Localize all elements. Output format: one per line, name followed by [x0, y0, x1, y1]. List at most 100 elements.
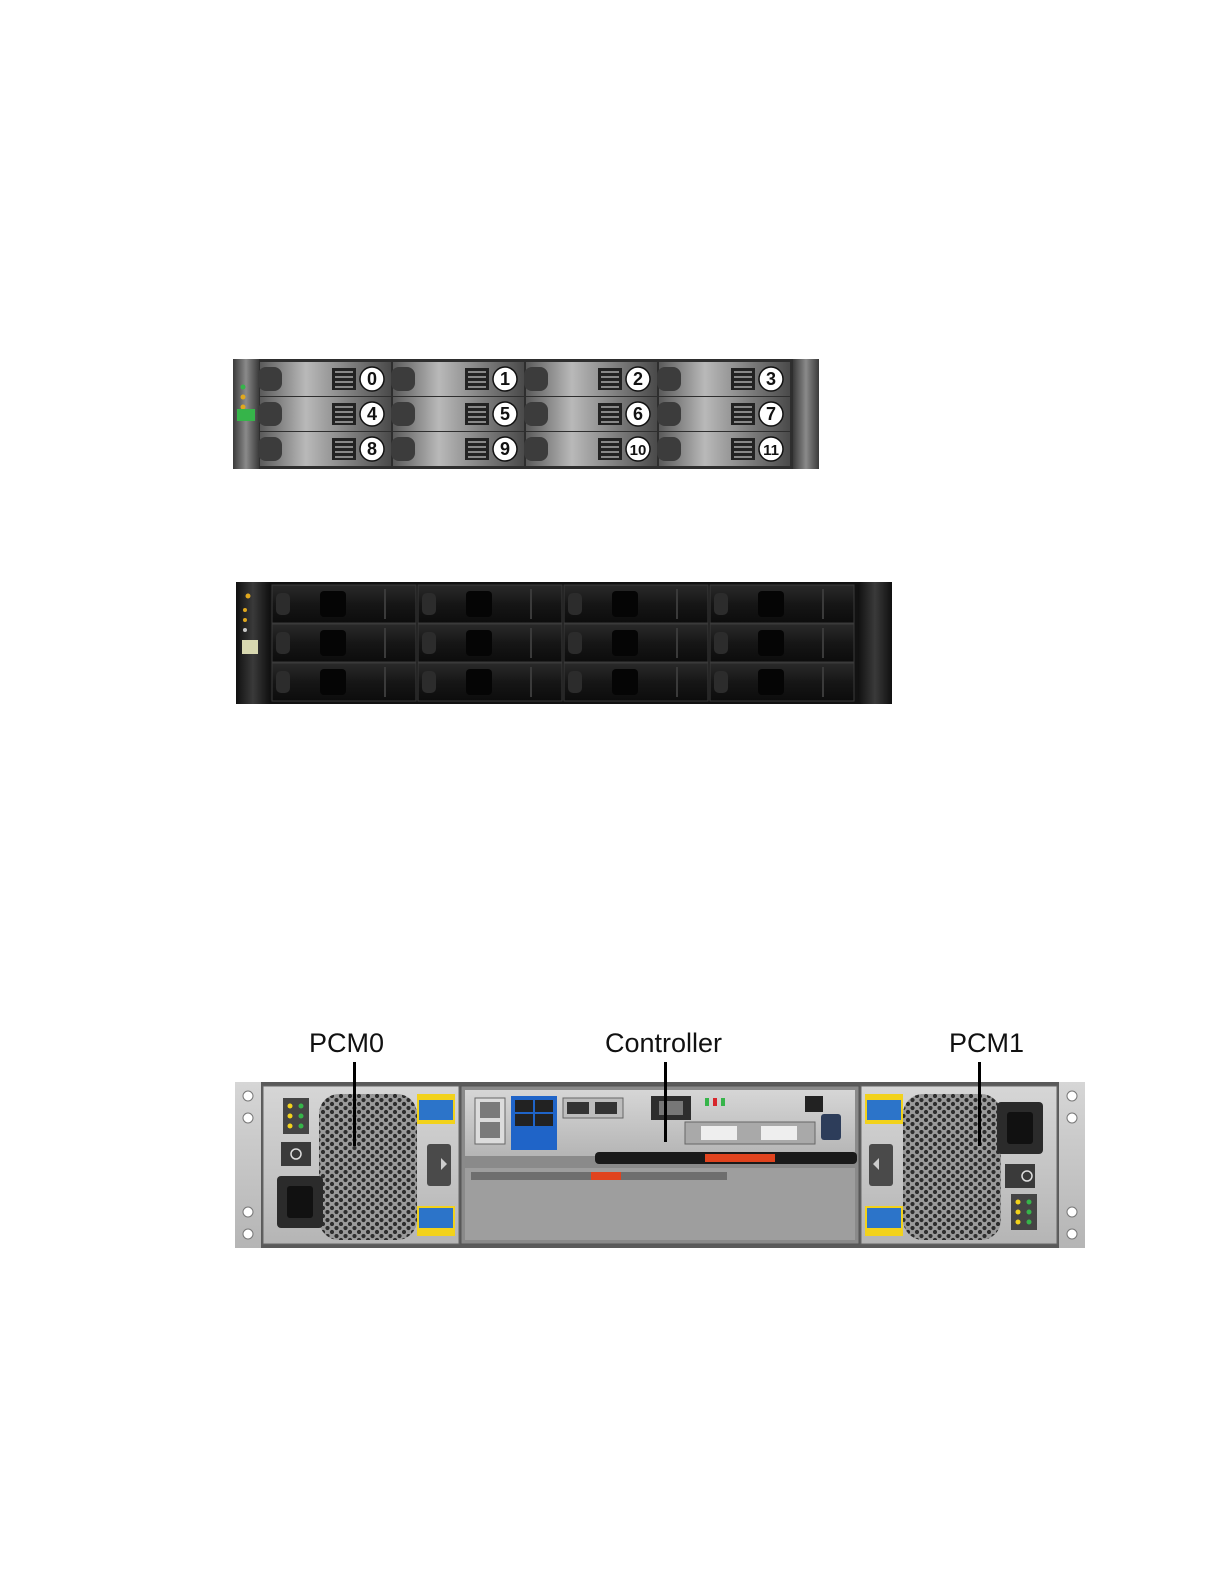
- drive-grip-black: [612, 630, 638, 656]
- drive-bay-black[interactable]: [418, 624, 562, 662]
- drive-bay-9[interactable]: 9: [391, 432, 524, 466]
- power-led: [246, 594, 251, 599]
- drive-bay-3[interactable]: 3: [657, 362, 790, 396]
- drive-grip-black: [758, 591, 784, 617]
- drive-bay-black[interactable]: [418, 663, 562, 701]
- controller-leader-line: [664, 1062, 667, 1142]
- drive-latch-handle[interactable]: [391, 437, 415, 461]
- drive-bay-black[interactable]: [272, 585, 416, 623]
- drive-bay-1[interactable]: 1: [391, 362, 524, 396]
- controller-small-port[interactable]: [805, 1096, 823, 1112]
- drive-grip-black: [612, 669, 638, 695]
- drive-latch-black[interactable]: [276, 593, 290, 615]
- front-view-plain-enclosure: [236, 582, 892, 704]
- left-rack-ear: [235, 1082, 261, 1248]
- drive-bay-5[interactable]: 5: [391, 397, 524, 431]
- drive-grip-black: [466, 630, 492, 656]
- controller-reset-button[interactable]: [821, 1114, 841, 1140]
- drive-bay-black[interactable]: [710, 585, 854, 623]
- right-rack-ear: [1059, 1082, 1085, 1248]
- bay-number-text: 3: [766, 369, 776, 389]
- drive-bay-2[interactable]: 2: [524, 362, 657, 396]
- drive-latch-black[interactable]: [276, 632, 290, 654]
- drive-latch-black[interactable]: [422, 593, 436, 615]
- right-ear: [793, 359, 819, 469]
- drive-bay-black[interactable]: [564, 624, 708, 662]
- pcm1-module: [861, 1086, 1057, 1244]
- drive-bay-black[interactable]: [564, 585, 708, 623]
- drive-bay-4[interactable]: 4: [258, 397, 391, 431]
- drive-grip-black: [320, 591, 346, 617]
- pcm0-led-panel: [283, 1098, 309, 1134]
- drive-latch-black[interactable]: [568, 671, 582, 693]
- drive-grip-black: [758, 630, 784, 656]
- bay-number-text: 5: [500, 404, 510, 424]
- bay-number-text: 11: [763, 442, 779, 459]
- pcm0-power-switch[interactable]: [281, 1142, 311, 1166]
- drive-latch-black[interactable]: [714, 632, 728, 654]
- bay-number-text: 4: [367, 404, 377, 424]
- pcm1-fan-grille: [903, 1094, 1001, 1240]
- drive-latch-black[interactable]: [422, 632, 436, 654]
- drive-bay-10[interactable]: 10: [524, 432, 657, 466]
- drive-bay-8[interactable]: 8: [258, 432, 391, 466]
- front-view-numbered-enclosure: 0 1 2 3 4 56 7 89 10 11: [233, 359, 819, 469]
- drive-bay-11[interactable]: 11: [657, 432, 790, 466]
- drive-latch-black[interactable]: [422, 671, 436, 693]
- right-ear-black: [858, 582, 892, 704]
- drive-bay-0[interactable]: 0: [258, 362, 391, 396]
- drive-latch-handle[interactable]: [258, 367, 282, 391]
- pcm0-release-latch[interactable]: [427, 1144, 451, 1186]
- drive-latch-handle[interactable]: [258, 437, 282, 461]
- bay-number-text: 0: [367, 369, 377, 389]
- pcm1-power-switch[interactable]: [1005, 1164, 1035, 1188]
- drive-latch-handle[interactable]: [391, 402, 415, 426]
- drive-latch-black[interactable]: [568, 632, 582, 654]
- drive-bay-black[interactable]: [272, 663, 416, 701]
- status-led-1: [243, 608, 247, 612]
- pcm0-module: [263, 1086, 459, 1244]
- drive-bay-black[interactable]: [564, 663, 708, 701]
- pcm1-led-panel: [1011, 1194, 1037, 1230]
- bay-number-text: 10: [630, 442, 647, 459]
- drive-latch-handle[interactable]: [258, 402, 282, 426]
- bay-number-text: 2: [633, 369, 643, 389]
- controller-module: [461, 1086, 859, 1244]
- rear-view-enclosure: [235, 1082, 1085, 1248]
- bay-number-text: 8: [367, 439, 377, 459]
- drive-latch-handle[interactable]: [524, 402, 548, 426]
- status-led-amber-2: [241, 405, 246, 410]
- controller-ejector-latch[interactable]: [705, 1154, 775, 1162]
- drive-latch-handle[interactable]: [657, 367, 681, 391]
- drive-latch-black[interactable]: [714, 593, 728, 615]
- drive-latch-handle[interactable]: [657, 437, 681, 461]
- controller-callout-label: Controller: [605, 1028, 722, 1059]
- drive-latch-handle[interactable]: [391, 367, 415, 391]
- pcm1-callout-label: PCM1: [949, 1028, 1024, 1059]
- status-led-green: [241, 385, 246, 390]
- drive-latch-black[interactable]: [568, 593, 582, 615]
- drive-bay-black[interactable]: [710, 663, 854, 701]
- drive-latch-handle[interactable]: [524, 437, 548, 461]
- enclosure-id-display: [237, 409, 255, 421]
- drive-grip-black: [612, 591, 638, 617]
- bay-number-text: 1: [500, 369, 510, 389]
- drive-bay-7[interactable]: 7: [657, 397, 790, 431]
- drive-latch-handle[interactable]: [524, 367, 548, 391]
- enclosure-id-display-black: [242, 640, 258, 654]
- status-led-amber: [241, 395, 246, 400]
- drive-grip-black: [758, 669, 784, 695]
- drive-latch-black[interactable]: [714, 671, 728, 693]
- drive-bay-black[interactable]: [418, 585, 562, 623]
- drive-bay-black[interactable]: [710, 624, 854, 662]
- status-led-2: [243, 618, 247, 622]
- pcm1-release-latch[interactable]: [869, 1144, 893, 1186]
- drive-bay-black[interactable]: [272, 624, 416, 662]
- drive-latch-black[interactable]: [276, 671, 290, 693]
- pcm0-callout-label: PCM0: [309, 1028, 384, 1059]
- drive-latch-handle[interactable]: [657, 402, 681, 426]
- drive-bay-6[interactable]: 6: [524, 397, 657, 431]
- bay-number-text: 7: [766, 404, 776, 424]
- drive-grip-black: [320, 630, 346, 656]
